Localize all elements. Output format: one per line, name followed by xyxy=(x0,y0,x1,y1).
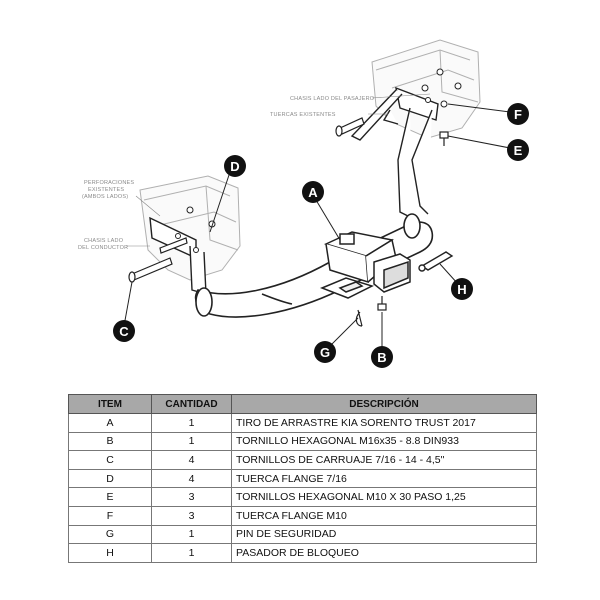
row-quantity: 4 xyxy=(151,450,232,470)
row-quantity: 1 xyxy=(151,524,232,545)
callout-g: G xyxy=(314,341,336,363)
row-quantity: 4 xyxy=(151,468,232,489)
table-row: F 3 TUERCA FLANGE M10 xyxy=(68,505,537,526)
locking-pin-h xyxy=(418,251,454,272)
row-quantity: 1 xyxy=(151,543,232,563)
table-row: A 1 TIRO DE ARRASTRE KIA SORENTO TRUST 2… xyxy=(68,413,537,433)
callout-e-label: E xyxy=(514,143,523,158)
driver-carriage-bolts xyxy=(128,237,188,283)
row-description: TIRO DE ARRASTRE KIA SORENTO TRUST 2017 xyxy=(231,413,537,433)
parts-table: ITEM CANTIDAD DESCRIPCIÓN A 1 TIRO DE AR… xyxy=(68,394,537,563)
row-quantity: 1 xyxy=(151,413,232,433)
callout-d: D xyxy=(224,155,246,177)
row-item: F xyxy=(68,505,152,526)
table-row: G 1 PIN DE SEGURIDAD xyxy=(68,524,537,545)
header-description: DESCRIPCIÓN xyxy=(231,394,537,414)
callout-h: H xyxy=(451,278,473,300)
bolt-e xyxy=(439,131,449,146)
parts-table-header-row: ITEM CANTIDAD DESCRIPCIÓN xyxy=(68,394,537,414)
table-row: E 3 TORNILLOS HEXAGONAL M10 X 30 PASO 1,… xyxy=(68,487,537,507)
passenger-carriage-bolt xyxy=(335,117,365,137)
note-perforations-1: PERFORACIONES xyxy=(84,180,134,186)
table-row: B 1 TORNILLO HEXAGONAL M16x35 - 8.8 DIN9… xyxy=(68,431,537,452)
leader-lines xyxy=(123,103,511,352)
passenger-nuts xyxy=(421,68,462,108)
hitch-installation-diagram: CHASIS LADO DEL PASAJERO TUERCAS EXISTEN… xyxy=(78,39,529,368)
callout-f-label: F xyxy=(514,107,522,122)
row-quantity: 1 xyxy=(151,431,232,452)
table-row: C 4 TORNILLOS DE CARRUAJE 7/16 - 14 - 4,… xyxy=(68,450,537,470)
callout-h-label: H xyxy=(457,282,466,297)
callout-d-label: D xyxy=(230,159,239,174)
header-quantity: CANTIDAD xyxy=(151,394,232,414)
note-perforations-2: EXISTENTES xyxy=(88,187,124,193)
row-item: B xyxy=(68,431,152,452)
table-row: D 4 TUERCA FLANGE 7/16 xyxy=(68,468,537,489)
driver-nuts xyxy=(175,206,216,253)
row-item: G xyxy=(68,524,152,545)
row-description: PASADOR DE BLOQUEO xyxy=(231,543,537,563)
driver-bracket xyxy=(149,216,207,295)
callout-a-label: A xyxy=(308,185,318,200)
callout-b: B xyxy=(371,346,393,368)
row-description: TUERCA FLANGE M10 xyxy=(231,505,537,526)
callout-g-label: G xyxy=(320,345,330,360)
row-description: TORNILLO HEXAGONAL M16x35 - 8.8 DIN933 xyxy=(231,431,537,452)
row-quantity: 3 xyxy=(151,487,232,507)
bolt-b xyxy=(377,296,387,311)
passenger-bracket xyxy=(350,86,439,219)
receiver-mount xyxy=(319,231,411,299)
row-description: TORNILLOS DE CARRUAJE 7/16 - 14 - 4,5" xyxy=(231,450,537,470)
row-item: C xyxy=(68,450,152,470)
driver-chassis xyxy=(139,175,241,281)
callout-c: C xyxy=(113,320,135,342)
row-item: D xyxy=(68,468,152,489)
note-leaders xyxy=(126,93,431,247)
header-item: ITEM xyxy=(68,394,152,414)
row-description: TUERCA FLANGE 7/16 xyxy=(231,468,537,489)
callout-a: A xyxy=(302,181,324,203)
note-existing-nuts: TUERCAS EXISTENTES xyxy=(270,112,336,118)
note-chassis-passenger: CHASIS LADO DEL PASAJERO xyxy=(290,96,375,102)
diagram-notes: CHASIS LADO DEL PASAJERO TUERCAS EXISTEN… xyxy=(78,96,375,251)
row-item: E xyxy=(68,487,152,507)
callout-f: F xyxy=(507,103,529,125)
callout-c-label: C xyxy=(119,324,129,339)
safety-pin-g xyxy=(355,309,363,327)
row-description: PIN DE SEGURIDAD xyxy=(231,524,537,545)
note-perforations-3: (AMBOS LADOS) xyxy=(82,194,128,200)
row-item: A xyxy=(68,413,152,433)
note-driver-chassis-1: CHASIS LADO xyxy=(84,238,124,244)
callout-b-label: B xyxy=(377,350,386,365)
table-row: H 1 PASADOR DE BLOQUEO xyxy=(68,543,537,563)
row-item: H xyxy=(68,543,152,563)
callout-e: E xyxy=(507,139,529,161)
note-driver-chassis-2: DEL CONDUCTOR xyxy=(78,245,128,251)
row-quantity: 3 xyxy=(151,505,232,526)
row-description: TORNILLOS HEXAGONAL M10 X 30 PASO 1,25 xyxy=(231,487,537,507)
